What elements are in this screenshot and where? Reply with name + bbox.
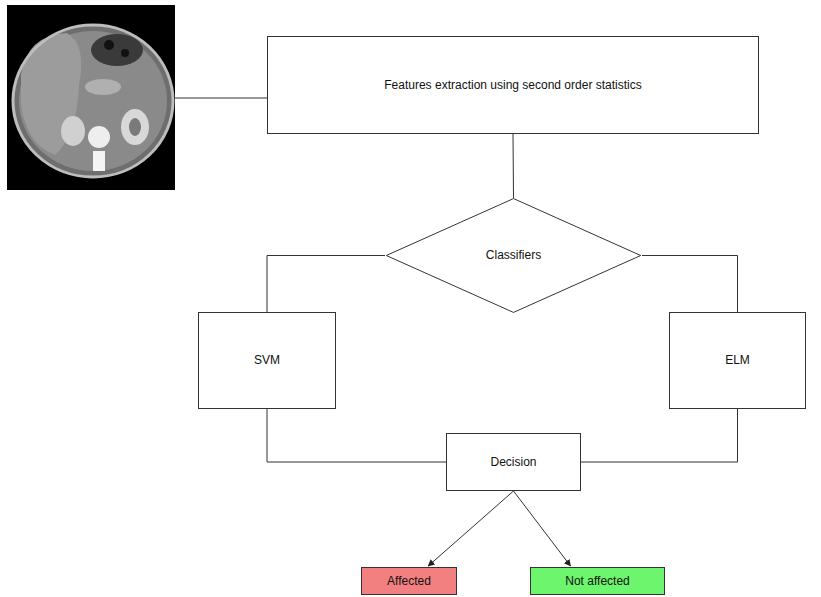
node-label: Affected <box>387 574 431 589</box>
connector-line <box>642 256 738 313</box>
node-label: ELM <box>725 353 750 368</box>
node-label: Features extraction using second order s… <box>384 78 641 93</box>
outcome-box: Affected <box>361 567 457 595</box>
node-label: Decision <box>490 455 536 470</box>
connector-line <box>513 134 515 198</box>
node-label: Classifiers <box>486 248 541 263</box>
connector-line <box>581 409 738 462</box>
connector-line <box>267 256 385 313</box>
node-label: Not affected <box>565 574 630 589</box>
node-label: SVM <box>254 353 280 368</box>
process-box: Features extraction using second order s… <box>267 36 759 134</box>
classifier-box: ELM <box>669 312 806 409</box>
decision-box: Decision <box>446 433 581 491</box>
connector-arrow <box>428 491 513 566</box>
connector-line <box>267 409 446 462</box>
connector-arrow <box>514 491 571 566</box>
classifier-box: SVM <box>198 312 336 409</box>
ct-scan-image <box>7 5 175 190</box>
image-link-line <box>175 98 267 99</box>
decision-diamond: Classifiers <box>385 198 642 313</box>
outcome-box: Not affected <box>530 567 665 595</box>
